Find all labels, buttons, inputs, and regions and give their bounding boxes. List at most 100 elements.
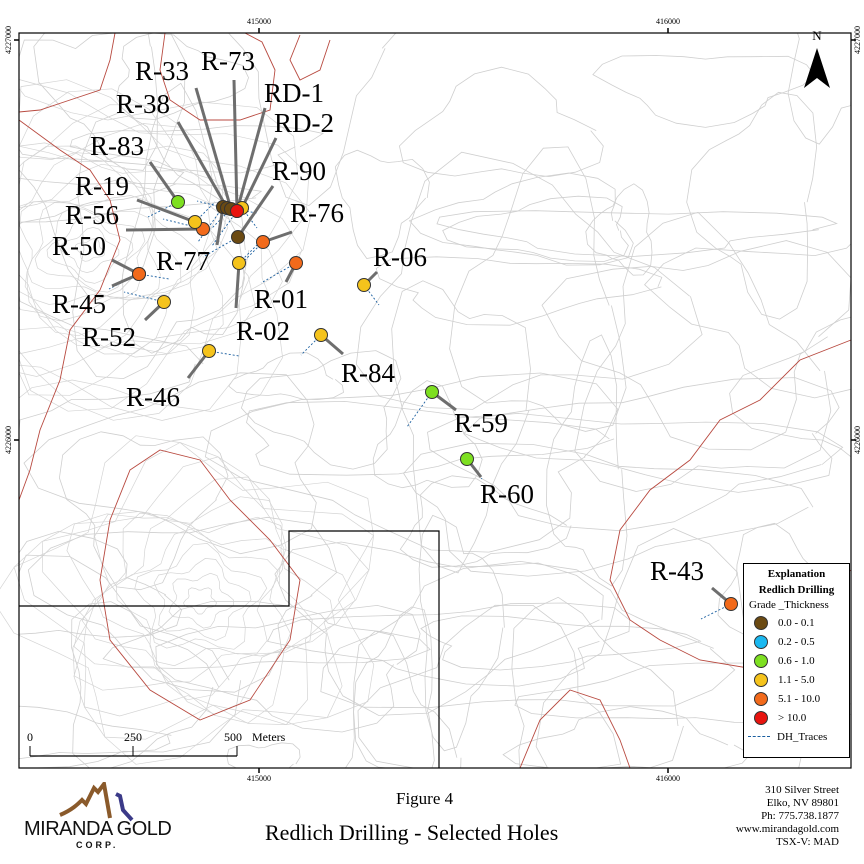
hole-label: R-60 bbox=[480, 479, 534, 509]
hole-label: R-83 bbox=[90, 131, 144, 161]
legend-title: Explanation bbox=[767, 568, 826, 580]
svg-text:Meters: Meters bbox=[252, 730, 286, 744]
y-tick-label: 4227000 bbox=[4, 26, 13, 54]
legend-item: 0.2 - 0.5 bbox=[744, 632, 849, 651]
drill-trace bbox=[123, 291, 165, 303]
scale-bar: 0 250 500 Meters bbox=[27, 730, 286, 757]
x-tick-label: 416000 bbox=[656, 774, 680, 783]
drill-hole-marker[interactable] bbox=[132, 267, 146, 281]
drill-trace bbox=[260, 262, 297, 284]
legend-field: Grade _Thickness bbox=[749, 599, 829, 611]
circle-icon bbox=[754, 710, 768, 725]
label-leader-line bbox=[176, 121, 229, 209]
label-leader-line bbox=[125, 227, 204, 232]
drill-hole-marker[interactable] bbox=[188, 215, 202, 229]
hole-label: R-52 bbox=[82, 322, 136, 352]
legend-label: 0.2 - 0.5 bbox=[778, 635, 815, 648]
legend-item: 0.0 - 0.1 bbox=[744, 613, 849, 632]
hole-label: R-56 bbox=[65, 200, 119, 230]
label-leader-line bbox=[236, 185, 275, 238]
drill-trace bbox=[406, 391, 433, 428]
hole-label: R-06 bbox=[373, 242, 427, 272]
drill-trace bbox=[211, 210, 238, 247]
drill-hole-marker[interactable] bbox=[232, 256, 246, 270]
svg-text:500: 500 bbox=[224, 730, 242, 744]
legend-label: 0.0 - 0.1 bbox=[778, 616, 815, 629]
legend-label: 0.6 - 1.0 bbox=[778, 654, 815, 667]
hole-labels: R-73 R-33R-38 RD-1RD-2R-83R-90R-19R-56 R-76… bbox=[52, 46, 704, 586]
legend-label: 5.1 - 10.0 bbox=[778, 692, 821, 705]
drill-hole-marker[interactable] bbox=[724, 597, 738, 611]
hole-label: R-90 bbox=[272, 156, 326, 186]
drill-hole-marker[interactable] bbox=[460, 452, 474, 466]
legend-item: 0.6 - 1.0 bbox=[744, 651, 849, 670]
figure-number: Figure 4 bbox=[396, 789, 454, 808]
drill-trace bbox=[197, 206, 224, 243]
drill-holes[interactable] bbox=[132, 195, 738, 611]
hole-label: R-77 bbox=[156, 246, 210, 276]
topographic-contours bbox=[0, 32, 852, 769]
hole-label: R-43 bbox=[650, 556, 704, 586]
hole-label: R-45 bbox=[52, 289, 106, 319]
x-tick-label: 415000 bbox=[247, 774, 271, 783]
circle-icon bbox=[754, 672, 768, 687]
legend-label: 1.1 - 5.0 bbox=[778, 673, 815, 686]
north-arrow-icon: N bbox=[804, 28, 830, 88]
y-tick-label: 4227000 bbox=[853, 26, 862, 54]
drill-hole-marker[interactable] bbox=[157, 295, 171, 309]
label-leader-line bbox=[240, 137, 278, 209]
hole-label: RD-1 bbox=[264, 78, 324, 108]
hole-label: R-50 bbox=[52, 231, 106, 261]
company-name: MIRANDA GOLD bbox=[24, 818, 172, 840]
hole-label: R-46 bbox=[126, 382, 180, 412]
map-legend: Explanation Redlich Drilling Grade _Thic… bbox=[743, 563, 850, 758]
legend-item: > 10.0 bbox=[744, 708, 849, 727]
drill-trace bbox=[202, 236, 239, 258]
label-leader-line bbox=[235, 107, 267, 212]
x-tick-label: 416000 bbox=[656, 17, 680, 26]
legend-subtitle: Redlich Drilling bbox=[758, 584, 835, 596]
drill-hole-marker[interactable] bbox=[202, 344, 216, 358]
hole-label: R-33 bbox=[135, 56, 189, 86]
hole-label: R-19 bbox=[75, 171, 129, 201]
drill-hole-marker[interactable] bbox=[289, 256, 303, 270]
drill-hole-marker[interactable] bbox=[425, 385, 439, 399]
label-leader-line bbox=[136, 198, 196, 224]
legend-item: 1.1 - 5.0 bbox=[744, 670, 849, 689]
drill-hole-marker[interactable] bbox=[230, 204, 244, 218]
hole-label: R-76 bbox=[290, 198, 344, 228]
circle-icon bbox=[754, 634, 768, 649]
legend-item-traces: DH_Traces bbox=[744, 727, 849, 746]
label-leader-line bbox=[148, 161, 180, 203]
label-leader-line bbox=[232, 79, 239, 212]
circle-icon bbox=[754, 615, 768, 630]
company-address: 310 Silver Street Elko, NV 89801 Ph: 775… bbox=[735, 784, 839, 848]
hole-label: R-02 bbox=[236, 316, 290, 346]
svg-text:0: 0 bbox=[27, 730, 33, 744]
drill-hole-marker[interactable] bbox=[357, 278, 371, 292]
drill-trace bbox=[162, 218, 204, 230]
hole-label: R-38 bbox=[116, 89, 170, 119]
x-tick-label: 415000 bbox=[247, 17, 271, 26]
map-frame bbox=[18, 32, 852, 769]
drill-hole-marker[interactable] bbox=[314, 328, 328, 342]
dashed-line-icon bbox=[748, 736, 770, 737]
figure-title: Redlich Drilling - Selected Holes bbox=[265, 820, 559, 845]
company-logo: MIRANDA GOLD CORP. bbox=[20, 782, 175, 852]
circle-icon bbox=[754, 691, 768, 706]
hole-label: R-59 bbox=[454, 408, 508, 438]
y-tick-label: 4226000 bbox=[853, 426, 862, 454]
circle-icon bbox=[754, 653, 768, 668]
hole-label: RD-2 bbox=[274, 108, 334, 138]
svg-text:250: 250 bbox=[124, 730, 142, 744]
drill-hole-marker[interactable] bbox=[171, 195, 185, 209]
legend-label: > 10.0 bbox=[778, 711, 807, 724]
property-boundary bbox=[19, 530, 440, 768]
hole-label: R-01 bbox=[254, 284, 308, 314]
drill-hole-marker[interactable] bbox=[231, 230, 245, 244]
drill-hole-marker[interactable] bbox=[256, 235, 270, 249]
y-tick-label: 4226000 bbox=[4, 426, 13, 454]
hole-label: R-73 bbox=[201, 46, 255, 76]
svg-text:N: N bbox=[812, 28, 822, 43]
